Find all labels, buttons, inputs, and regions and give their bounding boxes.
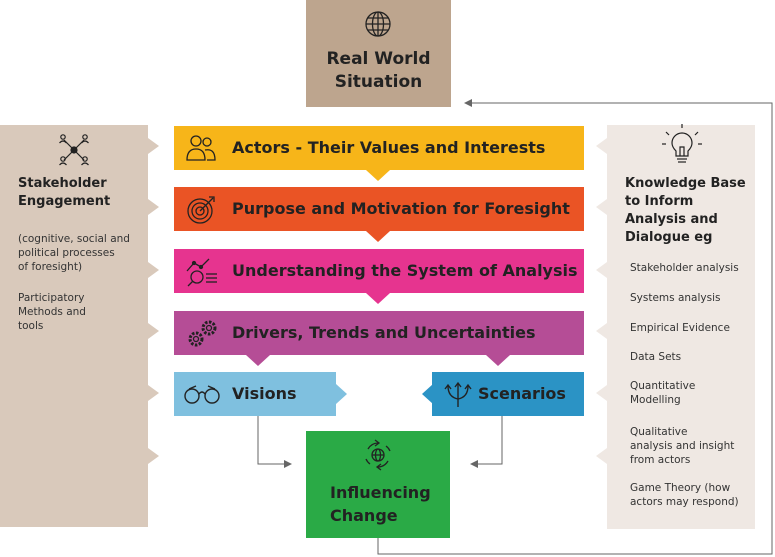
scenarios-to-influencing-line [472, 416, 503, 465]
purpose-bar-pointer [366, 231, 390, 242]
analysis-icon [186, 258, 217, 287]
scenarios-arrowhead [470, 460, 478, 468]
knowledge-base-panel: Knowledge Base to Inform Analysis and Di… [607, 124, 755, 529]
real-world-situation-title: Real World Situation [326, 49, 431, 92]
visions-box: Visions [174, 372, 336, 416]
visions-arrowhead [284, 460, 292, 468]
purpose-label: Purpose and Motivation for Foresight [232, 199, 570, 218]
scenarios-label: Scenarios [478, 384, 566, 403]
stakeholder-engagement-description: (cognitive, social and political process… [18, 233, 130, 273]
knowledge-item: Game Theory (how actors may respond) [630, 482, 739, 508]
understanding-bar: Understanding the System of Analysis [174, 249, 584, 293]
right-panel-notch [596, 323, 607, 339]
right-panel-notch [596, 385, 607, 401]
right-panel-notch [596, 138, 607, 154]
lightbulb-icon [662, 124, 702, 163]
drivers-bar-pointer-right [486, 355, 510, 366]
binoculars-icon [184, 385, 220, 404]
scenarios-box: Scenarios [432, 372, 584, 416]
knowledge-item: Stakeholder analysis [630, 262, 739, 274]
feedback-arrowhead [464, 99, 472, 107]
left-panel-notch [148, 262, 159, 278]
right-panel-notch [596, 262, 607, 278]
globe-icon [365, 11, 391, 37]
left-panel-notch [148, 138, 159, 154]
stakeholder-engagement-title: Stakeholder Engagement [18, 176, 111, 209]
drivers-bar: Drivers, Trends and Uncertainties [174, 311, 584, 355]
network-icon [59, 134, 89, 166]
stakeholder-engagement-panel: Stakeholder Engagement (cognitive, socia… [0, 125, 148, 527]
knowledge-item: Empirical Evidence [630, 322, 730, 334]
visions-to-influencing-line [257, 416, 290, 465]
actors-label: Actors - Their Values and Interests [232, 138, 546, 157]
left-panel-notch [148, 199, 159, 215]
gears-icon [188, 320, 217, 347]
cycle-globe-icon [365, 439, 391, 471]
purpose-bar: Purpose and Motivation for Foresight [174, 187, 584, 231]
drivers-label: Drivers, Trends and Uncertainties [232, 323, 536, 342]
influencing-change-box: Influencing Change [306, 431, 450, 538]
feedback-loop-line [377, 102, 773, 555]
actors-bar-pointer [366, 170, 390, 181]
knowledge-item: Data Sets [630, 351, 682, 363]
actors-bar: Actors - Their Values and Interests [174, 126, 584, 170]
people-icon [186, 135, 216, 161]
right-panel-notch [596, 199, 607, 215]
understanding-bar-pointer [366, 293, 390, 304]
influencing-change-title: Influencing Change [330, 483, 431, 525]
knowledge-item: Systems analysis [630, 292, 721, 304]
right-panel-notch [596, 448, 607, 464]
left-panel-notch [148, 448, 159, 464]
scenarios-pointer [422, 384, 433, 404]
participatory-methods-text: Participatory Methods and tools [18, 292, 86, 332]
real-world-situation-box: Real World Situation [306, 0, 451, 107]
drivers-bar-pointer-left [246, 355, 270, 366]
understanding-label: Understanding the System of Analysis [232, 261, 578, 280]
target-icon [187, 196, 215, 224]
visions-label: Visions [232, 384, 297, 403]
knowledge-item: Qualitative analysis and insight from ac… [630, 426, 735, 466]
visions-pointer [336, 384, 347, 404]
knowledge-item: Quantitative Modelling [630, 380, 696, 406]
branching-arrows-icon [444, 381, 472, 407]
knowledge-base-title: Knowledge Base to Inform Analysis and Di… [625, 176, 746, 245]
left-panel-notch [148, 385, 159, 401]
left-panel-notch [148, 323, 159, 339]
